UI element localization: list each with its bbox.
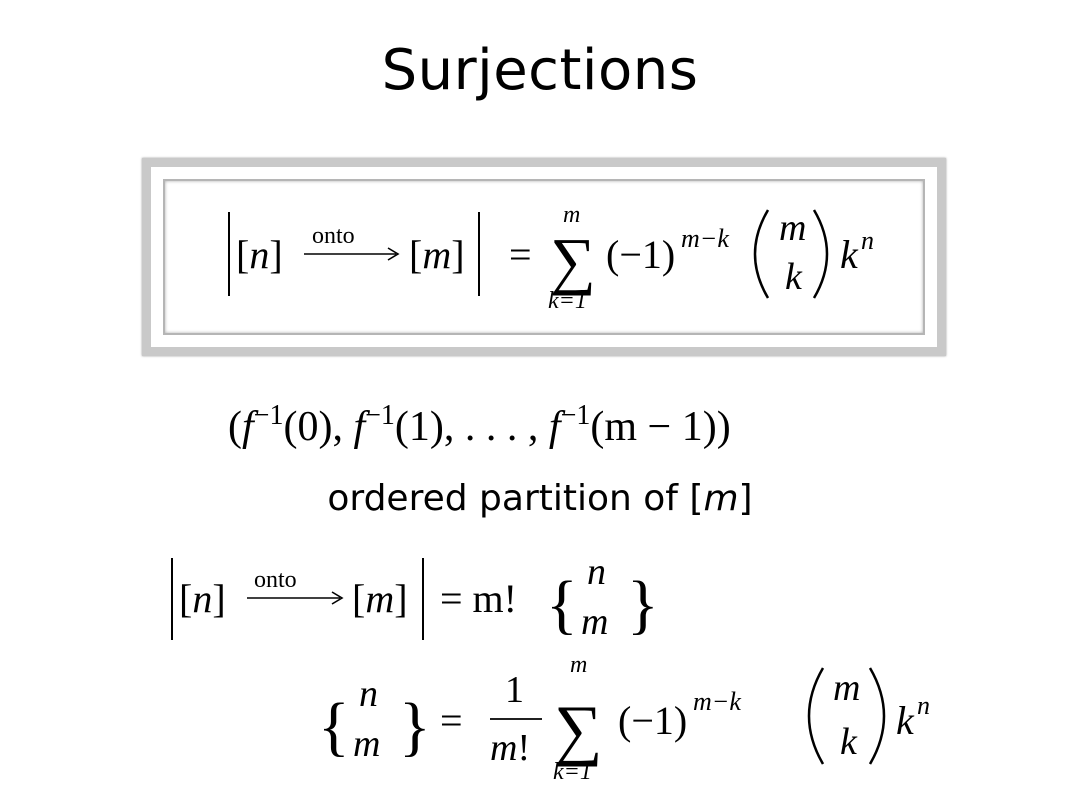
stirling-top: n (587, 551, 606, 593)
power-exp: n (861, 226, 874, 255)
rhs-mfactorial: = m! (440, 576, 517, 621)
tuple-expression: (f−1(0), f−1(1), . . . , f−1(m − 1)) (228, 400, 731, 450)
formula3: { n m } = 1 m! m ∑ k=1 (−1) m−k m k k n (318, 652, 930, 785)
arrow-label: onto (312, 223, 355, 249)
minus-one: (−1) (618, 698, 687, 743)
stirling-brace-left: { (318, 690, 350, 763)
bracket-n: [n] (179, 576, 226, 621)
stirling-bottom: m (581, 601, 608, 643)
power-base: k (840, 232, 859, 277)
stirling-brace-right: } (399, 690, 431, 763)
binom-bottom: k (840, 721, 858, 763)
caption-var: m (703, 478, 739, 519)
sum-upper: m (563, 202, 580, 228)
bracket-m: [m] (409, 232, 465, 277)
frac-den: m! (490, 727, 530, 769)
sum-lower: k=1 (553, 759, 592, 785)
power-exp: n (917, 691, 930, 720)
frac-num: 1 (505, 669, 524, 711)
stirling-brace-left: { (546, 568, 578, 641)
formula-box (142, 158, 946, 356)
binom-top: m (833, 667, 860, 709)
binom-bottom: k (785, 256, 803, 298)
caption-ordered-partition: ordered partition of [m] (0, 478, 1080, 519)
binom-top: m (779, 207, 806, 249)
stirling-bottom: m (353, 723, 380, 765)
arrow-label: onto (254, 567, 297, 593)
stirling-top: n (359, 673, 378, 715)
sum-sign: ∑ (554, 691, 602, 767)
sum-sign: ∑ (550, 225, 596, 296)
minus-one: (−1) (606, 232, 675, 277)
bracket-n: [n] (236, 232, 283, 277)
exponent: m−k (681, 224, 729, 253)
stirling-brace-right: } (627, 568, 659, 641)
sum-lower: k=1 (548, 288, 587, 314)
sum-upper: m (570, 652, 587, 678)
exponent: m−k (693, 687, 741, 716)
formula1: [n] onto [m] = m ∑ k=1 (−1) m−k m k k n (228, 202, 874, 314)
equals-sign: = (509, 232, 532, 277)
bracket-m: [m] (352, 576, 408, 621)
formula2: [n] onto [m] = m! { n m } (171, 551, 659, 643)
equals-sign: = (440, 698, 463, 743)
preimage-tuple: (f−1(0), f−1(1), . . . , f−1(m − 1)) (228, 400, 731, 450)
power-base: k (896, 698, 915, 743)
caption-prefix: ordered partition of [ (327, 478, 704, 519)
caption-suffix: ] (738, 478, 753, 519)
slide-title: Surjections (381, 38, 699, 103)
formula-box-inner (163, 179, 925, 335)
